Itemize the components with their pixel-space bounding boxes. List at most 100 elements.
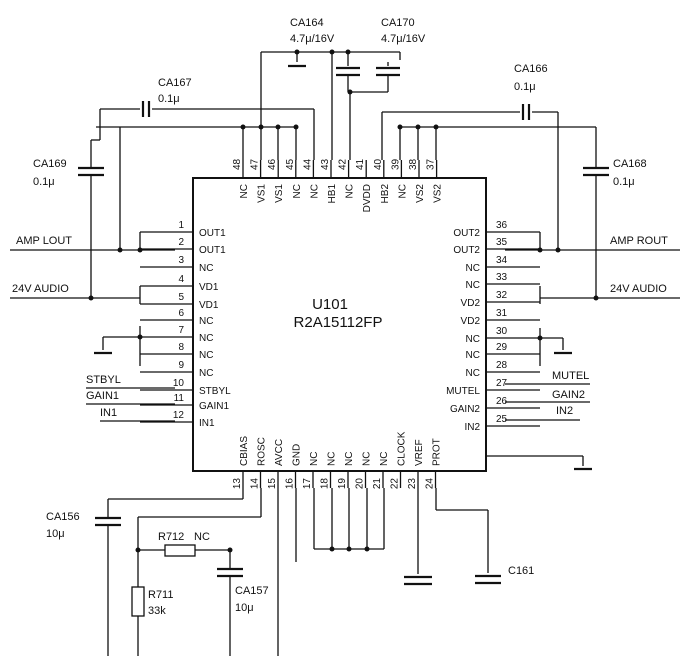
- pin-name: PROT: [432, 438, 443, 466]
- pin-name: MUTEL: [446, 386, 480, 397]
- pin-name: NC: [199, 263, 213, 274]
- gain2-net-label: GAIN2: [552, 389, 585, 401]
- ic-u101-body: [192, 177, 487, 472]
- pin-name: NC: [199, 316, 213, 327]
- pin-number: 40: [373, 158, 384, 170]
- pin-name: OUT2: [453, 245, 480, 256]
- pin-number: 11: [174, 393, 185, 404]
- pin-name: VS2: [415, 184, 426, 203]
- ca169-value: 0.1μ: [33, 176, 55, 188]
- pin-number: 30: [496, 326, 508, 337]
- pin-name: NC: [466, 368, 480, 379]
- pin-number: 48: [232, 158, 243, 170]
- pin-name: NC: [292, 184, 303, 198]
- r712-value: NC: [194, 531, 210, 543]
- pin-number: 16: [285, 478, 296, 490]
- ca167-value: 0.1μ: [158, 93, 180, 105]
- pin-name: NC: [379, 452, 390, 466]
- pin-name: NC: [362, 452, 373, 466]
- pin-name: NC: [466, 280, 480, 291]
- pin-name: IN1: [199, 418, 215, 429]
- pin-number: 47: [250, 158, 261, 170]
- pin-name: GAIN2: [450, 404, 480, 415]
- pin-name: NC: [309, 184, 320, 198]
- pin-name: VD1: [199, 300, 219, 311]
- pin-name: VS2: [433, 184, 444, 203]
- pin-name: OUT1: [199, 228, 226, 239]
- r711-ref: R711: [148, 589, 173, 601]
- pin-number: 36: [496, 220, 508, 231]
- c161-ref: C161: [508, 565, 534, 577]
- pin-name: NC: [199, 368, 213, 379]
- pin-name: IN2: [464, 422, 480, 433]
- pin-number: 37: [426, 158, 437, 170]
- ca157-ref: CA157: [235, 585, 269, 597]
- ca164-value: 4.7μ/16V: [290, 33, 335, 45]
- in2-net-label: IN2: [556, 405, 573, 417]
- pin-number: 44: [302, 158, 313, 170]
- ca156-value: 10μ: [46, 528, 65, 540]
- ca166-value: 0.1μ: [514, 81, 536, 93]
- pin-name: OUT2: [453, 228, 480, 239]
- pin-number: 12: [173, 410, 185, 421]
- pin-name: AVCC: [274, 439, 285, 466]
- pin-name: NC: [345, 184, 356, 198]
- pin-name: NC: [397, 184, 408, 198]
- pin-number: 25: [496, 414, 508, 425]
- pin-number: 21: [372, 478, 383, 490]
- pin-number: 33: [496, 272, 508, 283]
- pin-number: 24: [425, 478, 436, 490]
- pin-name: VREF: [414, 439, 425, 466]
- pin-number: 10: [173, 378, 185, 389]
- pin-number: 20: [355, 478, 366, 490]
- pin-name: NC: [309, 452, 320, 466]
- pin-number: 39: [390, 158, 401, 170]
- ca164-ref: CA164: [290, 17, 324, 29]
- pin-number: 42: [338, 158, 349, 170]
- pin-name: CBIAS: [239, 436, 250, 466]
- r711-value: 33k: [148, 605, 166, 617]
- amp-lout-label: AMP LOUT: [16, 235, 72, 247]
- pin-number: 31: [496, 308, 508, 319]
- chip-part: R2A15112FP: [294, 314, 383, 331]
- ca168-ref: CA168: [613, 158, 647, 170]
- pin-number: 1: [178, 220, 184, 231]
- pin-name: GND: [292, 444, 303, 466]
- ca168-value: 0.1μ: [613, 176, 635, 188]
- r712-ref: R712: [158, 531, 184, 543]
- gain1-net-label: GAIN1: [86, 390, 119, 402]
- ic-pins: 1OUT12OUT13NC4VD15VD16NC7NC8NC9NC10STBYL…: [140, 158, 540, 489]
- pin-number: 35: [496, 237, 508, 248]
- pin-number: 43: [320, 158, 331, 170]
- pin-name: VD2: [461, 316, 481, 327]
- pin-name: NC: [466, 350, 480, 361]
- pin-number: 6: [178, 308, 184, 319]
- mutel-net-label: MUTEL: [552, 370, 589, 382]
- pin-name: VD1: [199, 282, 219, 293]
- pin-name: GAIN1: [199, 401, 229, 412]
- pin-number: 9: [178, 360, 184, 371]
- amp-rout-label: AMP ROUT: [610, 235, 668, 247]
- pin-number: 7: [178, 325, 184, 336]
- pin-number: 5: [178, 292, 184, 303]
- pin-number: 4: [178, 274, 184, 285]
- pin-number: 41: [355, 158, 366, 170]
- pin-number: 14: [250, 478, 261, 490]
- v24-audio-right-label: 24V AUDIO: [610, 283, 667, 295]
- pin-name: STBYL: [199, 386, 231, 397]
- pin-name: NC: [466, 263, 480, 274]
- pin-number: 22: [390, 478, 401, 490]
- pin-name: NC: [327, 452, 338, 466]
- ca156-ref: CA156: [46, 511, 80, 523]
- pin-name: CLOCK: [397, 431, 408, 466]
- pin-name: DVDD: [362, 184, 373, 212]
- pin-name: HB2: [380, 184, 391, 204]
- pin-number: 46: [267, 158, 278, 170]
- pin-number: 17: [302, 478, 313, 490]
- pin-number: 38: [408, 158, 419, 170]
- ca167-ref: CA167: [158, 77, 192, 89]
- pin-name: NC: [239, 184, 250, 198]
- pin-number: 8: [178, 342, 184, 353]
- v24-audio-left-label: 24V AUDIO: [12, 283, 69, 295]
